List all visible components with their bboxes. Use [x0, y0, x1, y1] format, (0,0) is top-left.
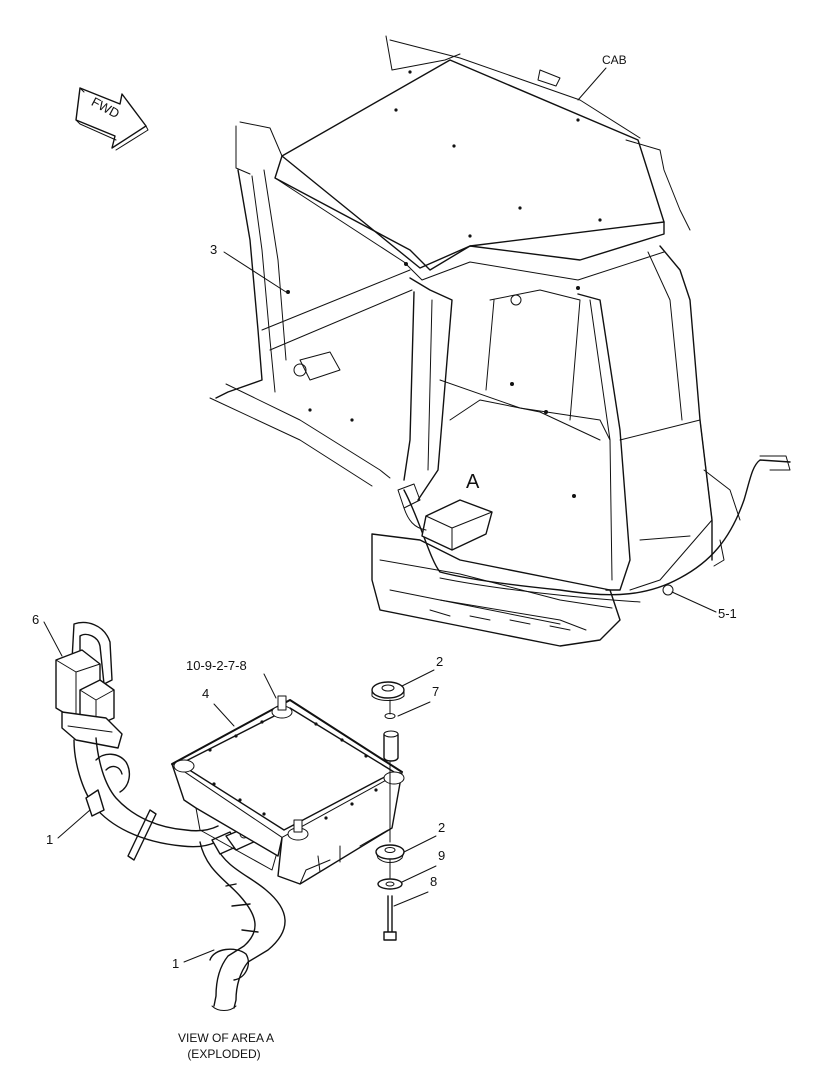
callout-8: 8 — [430, 874, 437, 889]
area-a-controller — [397, 483, 493, 551]
callout-2-lower: 2 — [438, 820, 445, 835]
area-a-label: A — [466, 471, 480, 493]
cab-frame — [209, 35, 741, 647]
grommet-part-2-bottom — [375, 844, 405, 863]
leader-5-1 — [671, 591, 717, 613]
view-caption-line1: VIEW OF AREA A — [178, 1031, 274, 1045]
leader-7 — [397, 701, 431, 717]
view-caption-line2: (EXPLODED) — [187, 1047, 260, 1061]
sleeve-part-7 — [383, 713, 399, 762]
forward-arrow-icon — [75, 87, 149, 151]
leader-4 — [213, 703, 235, 727]
callout-9: 9 — [438, 848, 445, 863]
leader-cab — [577, 67, 607, 101]
callout-1-upper: 1 — [46, 832, 53, 847]
leader-6 — [43, 621, 63, 657]
callout-7: 7 — [432, 684, 439, 699]
callout-1-lower: 1 — [172, 956, 179, 971]
callout-2-top: 2 — [436, 654, 443, 669]
leader-8 — [393, 891, 429, 907]
bolt-part-8 — [383, 895, 397, 941]
leader-1-lower — [183, 949, 215, 963]
cab-wiring-harness — [403, 455, 791, 603]
leader-2-lower — [403, 835, 437, 853]
label-cab: CAB — [602, 53, 627, 67]
callout-6: 6 — [32, 612, 39, 627]
callout-4: 4 — [202, 686, 209, 701]
callout-kit: 10-9-2-7-8 — [186, 658, 247, 673]
leader-kit — [263, 673, 277, 699]
controller-part-4 — [171, 695, 405, 885]
washer-part-9 — [377, 878, 403, 890]
leader-2-top — [401, 669, 435, 687]
leader-1-upper — [57, 809, 91, 839]
callout-5-1: 5-1 — [718, 606, 737, 621]
leader-3 — [223, 251, 287, 293]
connector-part-6 — [55, 621, 123, 749]
leader-9 — [401, 865, 437, 883]
callout-3: 3 — [210, 242, 217, 257]
grommet-part-2-top — [371, 681, 405, 701]
